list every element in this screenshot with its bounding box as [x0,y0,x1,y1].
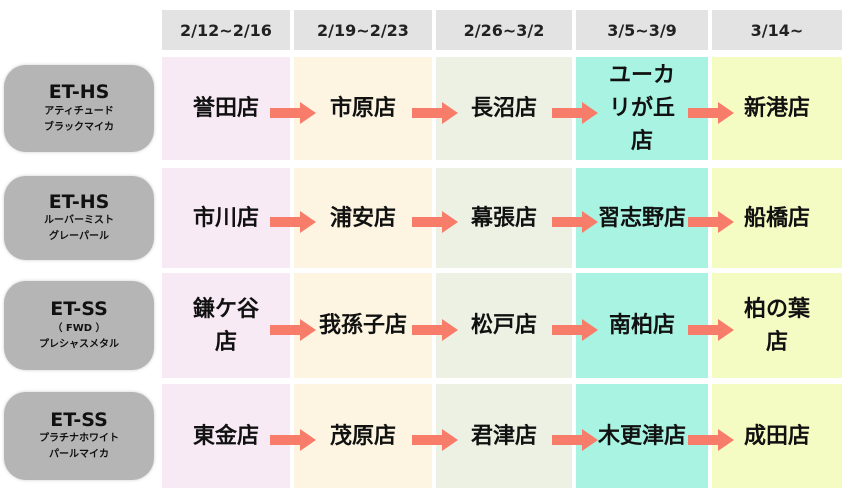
store-cell: 浦安店 [294,168,432,268]
store-cell: 幕張店 [436,168,572,268]
arrow-right-icon [688,429,734,451]
model-model: ET-SS [50,408,108,431]
arrow-right-icon [552,429,598,451]
model-model: ET-SS [50,298,108,321]
store-name: 成田店 [743,423,810,449]
store-cell: 南柏店 [576,273,708,378]
column-header: 3/14~ [712,10,842,50]
store-name: 南柏店 [608,313,675,338]
store-cell: 柏の葉店 [712,273,842,378]
model-sub1: アティチュード [44,105,114,117]
store-cell: 成田店 [712,384,842,488]
store-name: 鎌ケ谷店 [192,296,259,355]
store-name: 幕張店 [470,205,537,231]
store-cell: 市原店 [294,57,432,160]
store-name: 茂原店 [329,423,396,449]
store-cell: 誉田店 [162,57,290,160]
model-sub2: グレーパール [49,231,109,243]
store-name: 誉田店 [192,96,259,121]
column-header: 3/5~3/9 [576,10,708,50]
arrow-right-icon [412,429,458,451]
store-cell: 東金店 [162,384,290,488]
store-name: 習志野店 [597,205,686,231]
store-name: 木更津店 [597,423,686,449]
store-cell: 木更津店 [576,384,708,488]
store-name: ユーカリが丘店 [608,63,675,154]
store-cell: 習志野店 [576,168,708,268]
arrow-right-icon [552,101,598,124]
store-name: 船橋店 [743,205,810,231]
model-label: ET-SS（ FWD ） プレシャスメタル [4,281,154,370]
arrow-right-icon [552,318,598,341]
model-sub2: パールマイカ [49,449,109,461]
store-cell: 船橋店 [712,168,842,268]
arrow-right-icon [270,429,316,451]
model-label: ET-HS ルーバーミストグレーパール [4,176,154,260]
store-cell: 鎌ケ谷店 [162,273,290,378]
arrow-right-icon [270,211,316,233]
store-name: 長沼店 [470,96,537,121]
store-name: 柏の葉店 [743,296,810,355]
model-sub2: プレシャスメタル [39,338,119,350]
store-name: 松戸店 [470,313,537,338]
store-name: 東金店 [192,423,259,449]
arrow-right-icon [412,211,458,233]
model-model: ET-HS [48,81,110,104]
arrow-right-icon [552,211,598,233]
store-name: 新港店 [743,96,810,121]
store-cell: 市川店 [162,168,290,268]
arrow-right-icon [270,318,316,341]
store-cell: 松戸店 [436,273,572,378]
column-header: 2/19~2/23 [294,10,432,50]
arrow-right-icon [688,211,734,233]
arrow-right-icon [412,318,458,341]
store-name: 君津店 [470,423,537,449]
store-name: 市川店 [192,205,259,231]
model-sub1: （ FWD ） [52,322,106,334]
arrow-right-icon [412,101,458,124]
arrow-right-icon [688,318,734,341]
arrow-right-icon [270,101,316,124]
store-name: 我孫子店 [318,313,407,338]
store-cell: 長沼店 [436,57,572,160]
store-name: 市原店 [329,96,396,121]
model-model: ET-HS [48,190,110,213]
store-cell: 我孫子店 [294,273,432,378]
model-label: ET-SS プラチナホワイトパールマイカ [4,392,154,480]
store-name: 浦安店 [329,205,396,231]
column-header: 2/26~3/2 [436,10,572,50]
column-header: 2/12~2/16 [162,10,290,50]
store-cell: 君津店 [436,384,572,488]
arrow-right-icon [688,101,734,124]
model-sub1: プラチナホワイト [39,433,119,445]
model-sub1: ルーバーミスト [44,215,114,227]
model-sub2: ブラックマイカ [44,121,114,133]
store-cell: 新港店 [712,57,842,160]
store-cell: 茂原店 [294,384,432,488]
store-cell: ユーカリが丘店 [576,57,708,160]
